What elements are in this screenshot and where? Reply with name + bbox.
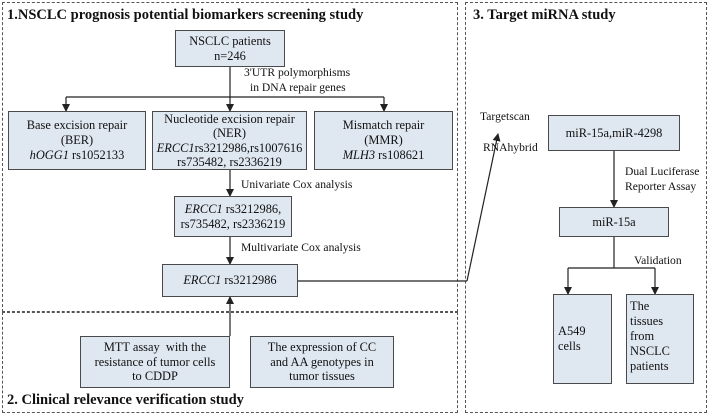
utr-label-line-1: 3'UTR polymorphisms bbox=[244, 66, 351, 79]
mmr-abbrev: (MMR) bbox=[364, 133, 403, 148]
ber-snp: rs1052133 bbox=[68, 147, 125, 162]
ercc1-candidates-gene: ERCC1 bbox=[184, 201, 223, 216]
ercc1-candidates-snp-a: rs3212986, bbox=[222, 201, 282, 216]
genotype-expression-box: The expression of CC and AA genotypes in… bbox=[250, 336, 394, 388]
dual-luciferase-label-1: Dual Luciferase bbox=[625, 165, 700, 178]
a549-cells-box: A549 cells bbox=[553, 294, 612, 384]
utr-label-line-2: in DNA repair genes bbox=[250, 81, 346, 94]
ner-gene: ERCC1 bbox=[156, 140, 195, 155]
patients-count: n=246 bbox=[214, 48, 246, 63]
nsclc-tissues-box: The tissues from NSCLC patients bbox=[626, 294, 694, 384]
mir-15a-box: miR-15a bbox=[559, 207, 669, 237]
ber-abbrev: (BER) bbox=[60, 133, 94, 148]
mir-15a-text: miR-15a bbox=[592, 214, 636, 229]
ercc1-candidates-box: ERCC1 rs3212986, rs735482, rs2336219 bbox=[174, 196, 292, 237]
mirna-candidates-box: miR-15a,miR-4298 bbox=[548, 115, 680, 151]
ercc1-final-gene: ERCC1 bbox=[183, 273, 222, 288]
ner-abbrev: (NER) bbox=[212, 126, 247, 141]
mmr-box: Mismatch repair (MMR) MLH3 rs108621 bbox=[314, 111, 453, 170]
rnahybrid-label: RNAhybrid bbox=[483, 141, 538, 154]
univariate-label: Univariate Cox analysis bbox=[241, 178, 353, 191]
expression-line-2: and AA genotypes in bbox=[270, 354, 374, 369]
a549-line-1: A549 bbox=[558, 324, 586, 339]
mmr-title: Mismatch repair bbox=[342, 118, 425, 133]
section-target-mirna-region bbox=[465, 2, 707, 413]
multivariate-label: Multivariate Cox analysis bbox=[241, 241, 361, 254]
ner-box: Nucleotide excision repair (NER) ERCC1rs… bbox=[152, 111, 307, 170]
ner-snps-a: rs3212986,rs1007616 bbox=[194, 140, 303, 155]
ercc1-candidates-snp-b: rs735482, rs2336219 bbox=[180, 216, 286, 231]
mirna-candidates-text: miR-15a,miR-4298 bbox=[565, 125, 663, 140]
tissues-line-1: The bbox=[630, 299, 650, 313]
ercc1-final-box: ERCC1 rs3212986 bbox=[162, 264, 298, 297]
ercc1-final-snp: rs3212986 bbox=[221, 273, 277, 288]
section-2-title: 2. Clinical relevance verification study bbox=[7, 392, 244, 408]
ner-title: Nucleotide excision repair bbox=[164, 111, 295, 126]
mtt-line-2: resistance of tumor cells bbox=[94, 354, 216, 369]
section-1-title: 1.NSCLC prognosis potential biomarkers s… bbox=[7, 7, 364, 23]
mtt-line-1: MTT assay with the bbox=[103, 339, 207, 354]
tissues-line-3: from bbox=[630, 328, 655, 343]
a549-line-2: cells bbox=[558, 339, 581, 353]
patients-label: NSCLC patients bbox=[189, 33, 271, 48]
tissues-line-4: NSCLC bbox=[630, 343, 670, 358]
expression-line-1: The expression of CC bbox=[267, 339, 377, 354]
ber-title: Base excision repair bbox=[26, 118, 128, 133]
section-3-title: 3. Target miRNA study bbox=[473, 7, 616, 23]
expression-line-3: tumor tissues bbox=[289, 369, 355, 384]
tissues-line-5: patients bbox=[630, 358, 669, 373]
mmr-snp: rs108621 bbox=[375, 147, 425, 162]
ber-gene: hOGG1 bbox=[29, 147, 69, 162]
ber-box: Base excision repair (BER) hOGG1 rs10521… bbox=[8, 111, 146, 170]
mtt-assay-box: MTT assay with the resistance of tumor c… bbox=[80, 336, 230, 388]
tissues-line-2: tissues bbox=[630, 313, 664, 328]
dual-luciferase-label-2: Reporter Assay bbox=[625, 180, 697, 193]
mtt-line-3: to CDDP bbox=[132, 369, 178, 384]
ner-snps-b: rs735482, rs2336219 bbox=[177, 154, 282, 169]
targetscan-label: Targetscan bbox=[480, 110, 530, 123]
mmr-gene: MLH3 bbox=[342, 147, 376, 162]
validation-label: Validation bbox=[634, 254, 682, 267]
nsclc-patients-box: NSCLC patients n=246 bbox=[175, 30, 285, 67]
